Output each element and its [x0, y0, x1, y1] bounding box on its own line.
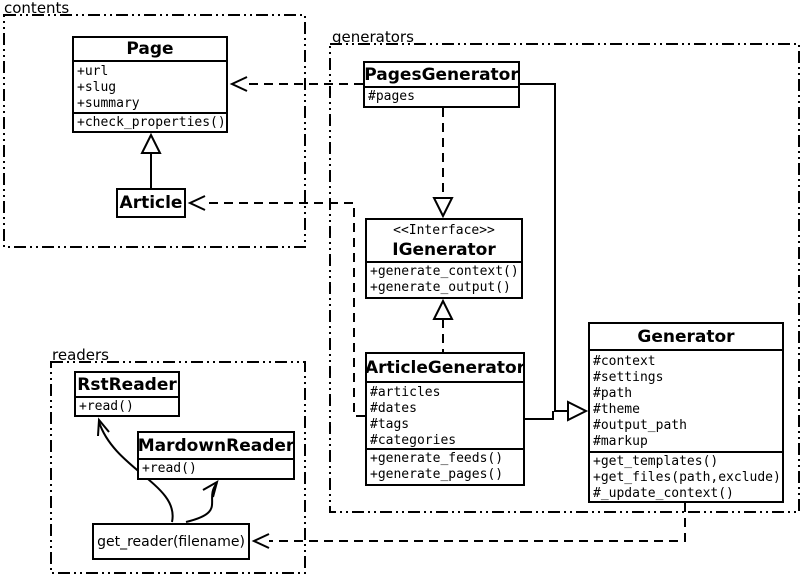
stereotype-label: <<Interface>> [393, 223, 495, 238]
class-title-pagesgenerator: PagesGenerator [364, 64, 519, 85]
class-title-page: Page [126, 39, 174, 59]
attribute: +url [77, 64, 109, 79]
arrowhead-into-getreader [251, 533, 270, 549]
attribute: #output_path [593, 418, 687, 433]
attribute: +summary [77, 96, 140, 111]
class-articlegenerator: ArticleGenerator #articles #dates #tags … [365, 352, 525, 486]
package-label-contents: contents [4, 0, 70, 17]
dependency-articlegenerator-to-article [205, 202, 365, 417]
method: +generate_context() [370, 264, 519, 279]
attributes-compartment: #context #settings #path #theme #output_… [590, 349, 782, 451]
method: +get_files(path,exclude) [593, 470, 781, 485]
class-title-igenerator: IGenerator [392, 240, 496, 260]
attribute: #path [593, 386, 633, 401]
class-pagesgenerator: PagesGenerator #pages [363, 61, 520, 108]
arrowhead-into-rstreader [97, 417, 110, 437]
package-border-readers [50, 361, 306, 574]
class-generator: Generator #context #settings #path #them… [588, 322, 784, 503]
package-border-generators [329, 43, 800, 513]
method: +read() [142, 461, 197, 476]
generalization-triangle-generator [567, 400, 589, 422]
class-article: Article [116, 188, 186, 218]
class-mardownreader: MardownReader +read() [137, 431, 295, 480]
function-get-reader-label: get_reader(filename) [97, 533, 245, 550]
methods-compartment: +generate_context() +generate_output() [367, 261, 521, 297]
generalization-pagesgenerator-to-generator [520, 83, 568, 412]
class-rstreader: RstReader +read() [74, 371, 180, 417]
interface-igenerator: <<Interface>> IGenerator +generate_conte… [365, 218, 523, 299]
method: +check_properties() [77, 115, 226, 130]
attributes-compartment: +url +slug +summary [74, 60, 226, 112]
arrowhead-into-article [187, 195, 206, 211]
methods-compartment: +generate_feeds() +generate_pages() [367, 448, 523, 484]
method: +get_templates() [593, 454, 719, 469]
attribute: #articles [370, 385, 441, 400]
package-border-contents [3, 14, 306, 248]
class-title-rstreader: RstReader [77, 374, 177, 395]
method: +generate_feeds() [370, 451, 504, 466]
method: #_update_context() [593, 486, 734, 501]
attribute: #theme [593, 402, 640, 417]
method: +generate_output() [370, 280, 511, 295]
methods-compartment: +get_templates() +get_files(path,exclude… [590, 451, 782, 501]
package-label-readers: readers [52, 346, 109, 364]
attribute: #tags [370, 417, 410, 432]
class-page: Page +url +slug +summary +check_properti… [72, 36, 228, 133]
class-title-articlegenerator: ArticleGenerator [364, 357, 526, 378]
realization-triangle-igenerator-bottom [432, 298, 454, 320]
dependency-generator-to-getreader [269, 503, 686, 542]
attribute: #markup [593, 434, 648, 449]
interface-header: <<Interface>> IGenerator [367, 220, 521, 261]
method: +generate_pages() [370, 467, 504, 482]
attributes-compartment: #articles #dates #tags #categories [367, 381, 523, 448]
methods-compartment: +read() [76, 396, 178, 415]
function-get-reader: get_reader(filename) [92, 523, 250, 560]
arrowhead-into-mardownreader [202, 479, 219, 498]
attribute: #dates [370, 401, 417, 416]
attributes-compartment: #pages [365, 86, 518, 106]
methods-compartment: +check_properties() [74, 112, 226, 131]
class-title-article: Article [119, 193, 183, 213]
attribute: #pages [368, 89, 415, 104]
class-title-mardownreader: MardownReader [137, 435, 295, 456]
call-getreader-to-mardownreader [185, 482, 218, 523]
attribute: #categories [370, 433, 457, 448]
generalization-articlegenerator-to-generator [525, 411, 554, 420]
method: +read() [79, 399, 134, 414]
class-title-generator: Generator [637, 326, 735, 347]
arrowhead-into-page [229, 76, 248, 92]
realization-triangle-igenerator-top [432, 197, 454, 219]
attribute: #settings [593, 370, 664, 385]
package-label-generators: generators [332, 28, 414, 46]
generalization-triangle-page [140, 132, 162, 154]
methods-compartment: +read() [139, 458, 293, 478]
attribute: #context [593, 354, 656, 369]
attribute: +slug [77, 80, 117, 95]
